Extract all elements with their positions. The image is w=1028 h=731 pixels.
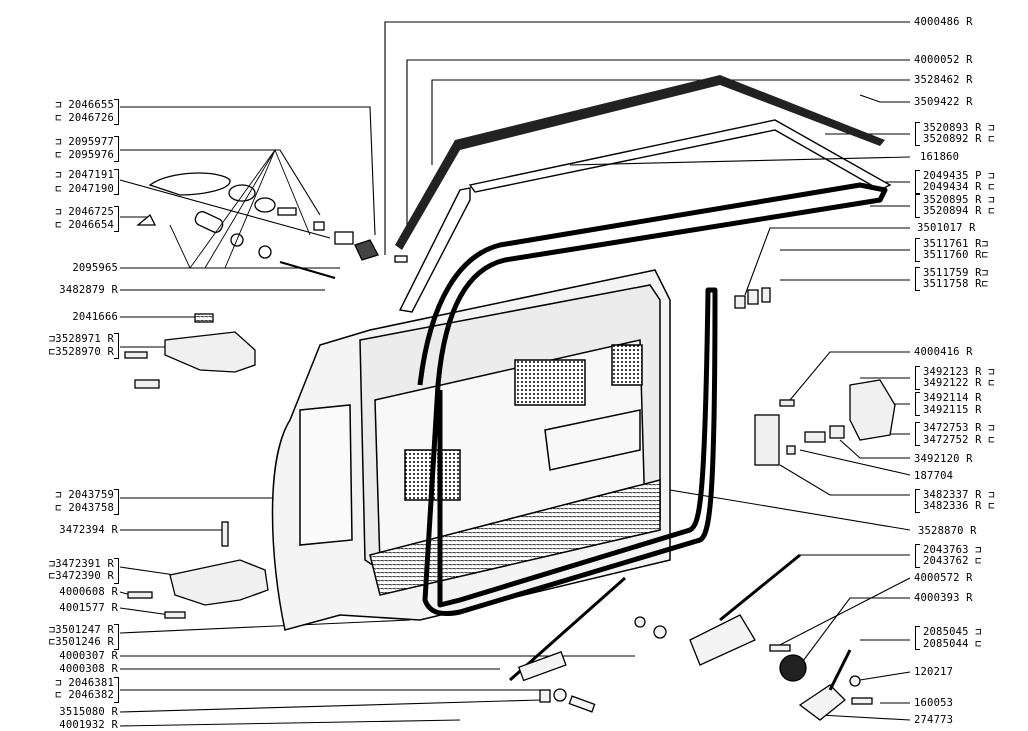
part-label: 4001577 R <box>59 602 118 614</box>
part-label: ⊐ 2047191 <box>55 169 114 181</box>
bracket <box>114 489 119 515</box>
bracket <box>114 558 119 584</box>
bracket <box>915 626 920 650</box>
part-label: ⊏3528970 R <box>48 346 114 358</box>
part-label: ⊏ 2047190 <box>55 183 114 195</box>
part-label: 3482337 R ⊐ <box>923 489 995 501</box>
part-label: 3520895 R ⊐ <box>923 194 995 206</box>
part-label: 187704 <box>914 470 954 482</box>
part-label: 274773 <box>914 714 954 726</box>
bracket <box>915 194 920 218</box>
bracket <box>915 422 920 446</box>
part-label: 3492122 R ⊏ <box>923 377 995 389</box>
part-label: 3492114 R <box>923 392 982 404</box>
part-label: 3509422 R <box>914 96 973 108</box>
bracket <box>915 489 920 513</box>
part-label: 3520893 R ⊐ <box>923 122 995 134</box>
bracket <box>114 677 119 703</box>
part-label: 3472394 R <box>59 524 118 536</box>
part-label: ⊏ 2046726 <box>55 112 114 124</box>
part-label: ⊏ 2046382 <box>55 689 114 701</box>
part-label: 3472752 R ⊏ <box>923 434 995 446</box>
bracket <box>915 392 920 416</box>
part-label: 2043763 ⊐ <box>923 544 982 556</box>
part-label: ⊐3501247 R <box>48 624 114 636</box>
part-label: 3492115 R <box>923 404 982 416</box>
bracket <box>114 136 119 162</box>
bracket <box>114 206 119 232</box>
part-label: ⊏ 2095976 <box>55 149 114 161</box>
part-label: 4000608 R <box>59 586 118 598</box>
part-label: 3528462 R <box>914 74 973 86</box>
part-label: 3482336 R ⊏ <box>923 500 995 512</box>
part-label: 3511761 R⊐ <box>923 238 989 250</box>
part-label: 2095965 <box>72 262 118 274</box>
bracket <box>915 122 920 146</box>
part-label: 4000416 R <box>914 346 973 358</box>
bracket <box>915 544 920 568</box>
part-label: 3528870 R <box>918 525 977 537</box>
part-label: 160053 <box>914 697 954 709</box>
part-label: ⊏ 2046654 <box>55 219 114 231</box>
part-label: 3515080 R <box>59 706 118 718</box>
part-label: 4000393 R <box>914 592 973 604</box>
part-label: 120217 <box>914 666 954 678</box>
bracket <box>915 366 920 390</box>
part-label: ⊐3528971 R <box>48 333 114 345</box>
part-label: 2049435 P ⊐ <box>923 170 995 182</box>
part-label: 4001932 R <box>59 719 118 731</box>
bracket <box>114 333 119 359</box>
part-label: 2049434 R ⊏ <box>923 181 995 193</box>
part-label: 3520894 R ⊏ <box>923 205 995 217</box>
part-label: 3492123 R ⊐ <box>923 366 995 378</box>
part-label: ⊏3501246 R <box>48 636 114 648</box>
part-label: 4000308 R <box>59 663 118 675</box>
part-label: 3511760 R⊏ <box>923 249 989 261</box>
bracket <box>114 169 119 195</box>
part-label: ⊐ 2043759 <box>55 489 114 501</box>
part-label: 2085045 ⊐ <box>923 626 982 638</box>
part-label: 3520892 R ⊏ <box>923 133 995 145</box>
part-label: ⊐3472391 R <box>48 558 114 570</box>
part-label: 161860 <box>920 151 960 163</box>
part-label: 3511758 R⊏ <box>923 278 989 290</box>
part-label: ⊏ 2043758 <box>55 502 114 514</box>
bracket <box>915 170 920 194</box>
part-label: 3501017 R <box>917 222 976 234</box>
bracket <box>114 624 119 650</box>
part-label: 2043762 ⊏ <box>923 555 982 567</box>
part-label: 3472753 R ⊐ <box>923 422 995 434</box>
part-label: ⊐ 2095977 <box>55 136 114 148</box>
part-label: ⊐ 2046381 <box>55 677 114 689</box>
bracket <box>114 99 119 125</box>
part-label: 3511759 R⊐ <box>923 267 989 279</box>
part-label: ⊐ 2046655 <box>55 99 114 111</box>
part-label: 3482879 R <box>59 284 118 296</box>
part-label: 2041666 <box>72 311 118 323</box>
part-label: ⊏3472390 R <box>48 570 114 582</box>
bracket <box>915 238 920 262</box>
part-label: ⊐ 2046725 <box>55 206 114 218</box>
part-label: 4000486 R <box>914 16 973 28</box>
bracket <box>915 267 920 291</box>
part-label: 3492120 R <box>914 453 973 465</box>
part-label: 4000572 R <box>914 572 973 584</box>
part-label: 4000052 R <box>914 54 973 66</box>
part-label: 2085044 ⊏ <box>923 638 982 650</box>
part-label: 4000307 R <box>59 650 118 662</box>
